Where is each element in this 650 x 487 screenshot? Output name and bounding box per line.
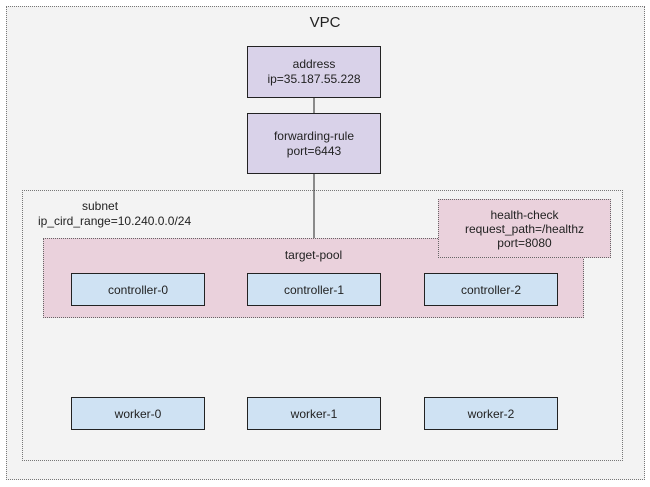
subnet-label: subnet ip_cird_range=10.240.0.0/24 xyxy=(38,199,191,229)
controller-node: controller-0 xyxy=(71,273,205,306)
address-ip: ip=35.187.55.228 xyxy=(267,72,361,86)
health-check-node: health-check request_path=/healthz port=… xyxy=(438,199,611,258)
forwarding-rule-node: forwarding-rule port=6443 xyxy=(247,113,381,174)
health-check-title: health-check xyxy=(490,207,559,222)
worker-node: worker-1 xyxy=(247,397,381,430)
worker-label: worker-0 xyxy=(114,406,162,421)
address-node: address ip=35.187.55.228 xyxy=(247,46,381,98)
worker-label: worker-1 xyxy=(290,406,338,421)
health-check-port: port=8080 xyxy=(497,235,552,250)
vpc-title: VPC xyxy=(309,14,341,31)
health-check-path: request_path=/healthz xyxy=(464,221,585,236)
subnet-range: ip_cird_range=10.240.0.0/24 xyxy=(38,214,192,228)
subnet-name: subnet xyxy=(82,199,119,213)
controller-node: controller-2 xyxy=(424,273,558,306)
controller-node: controller-1 xyxy=(247,273,381,306)
worker-label: worker-2 xyxy=(467,406,515,421)
address-title: address xyxy=(292,57,336,71)
controller-label: controller-2 xyxy=(460,282,522,297)
target-pool-label: target-pool xyxy=(284,248,343,262)
controller-label: controller-0 xyxy=(107,282,169,297)
controller-label: controller-1 xyxy=(283,282,345,297)
worker-node: worker-2 xyxy=(424,397,558,430)
worker-node: worker-0 xyxy=(71,397,205,430)
forwarding-rule-title: forwarding-rule xyxy=(273,128,355,143)
forwarding-rule-port: port=6443 xyxy=(286,143,342,158)
